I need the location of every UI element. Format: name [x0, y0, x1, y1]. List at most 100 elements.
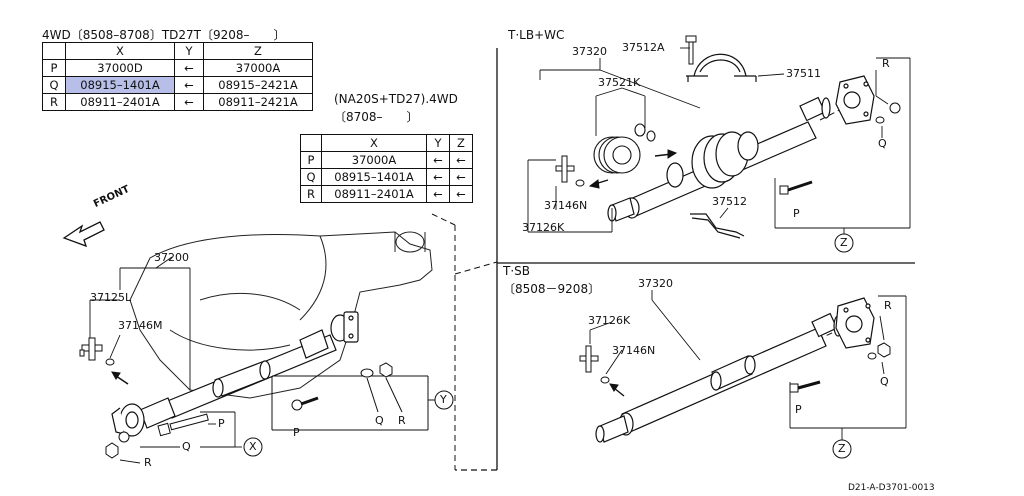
- table-alt-subtitle: 〔8708– 〕: [334, 110, 419, 124]
- table-row: P 37000D ← 37000A: [42, 59, 313, 77]
- table-cell[interactable]: 08915–2421A: [203, 76, 313, 94]
- table-cell: P: [300, 151, 322, 169]
- table-row: Q 08915–1401A ← ←: [300, 168, 473, 186]
- table-alt-header: X Y Z: [300, 134, 473, 152]
- leaders-bottom: [589, 290, 907, 440]
- label-r-left: R: [144, 456, 152, 469]
- part-37521K-label[interactable]: 37521K: [598, 76, 641, 89]
- rear-shaft-bottom: [595, 297, 875, 443]
- table-alt: X Y Z P 37000A ← ← Q 08915–1401A ← ← R 0…: [300, 134, 473, 203]
- arrow-bottom: [609, 383, 625, 397]
- transmission-outline: [129, 231, 433, 399]
- table-row: Q 08915–1401A ← 08915–2421A: [42, 76, 313, 94]
- part-37511-label[interactable]: 37511: [786, 67, 821, 80]
- leaders-left: [89, 256, 242, 464]
- table-cell: R: [300, 185, 322, 203]
- top-right-hardware: [779, 102, 901, 195]
- label-p-left: P: [218, 417, 225, 430]
- table-cell: P: [42, 59, 66, 77]
- table-cell[interactable]: 37000A: [203, 59, 313, 77]
- table-cell: Y: [426, 134, 450, 152]
- callout-x-label: X: [249, 440, 257, 453]
- table-cell: [42, 42, 66, 60]
- callout-z-top-label: Z: [840, 236, 848, 249]
- ujoint-kit-top: [555, 155, 585, 187]
- table-cell[interactable]: 08915–1401A: [321, 168, 427, 186]
- label-q-bottom: Q: [880, 375, 889, 388]
- center-bearing-parts: [593, 123, 656, 174]
- table-cell[interactable]: 08911–2401A: [65, 93, 175, 111]
- callout-z-bottom-label: Z: [838, 442, 846, 455]
- part-37320-bottom-label[interactable]: 37320: [638, 277, 673, 290]
- table-cell: X: [321, 134, 427, 152]
- section-bottom-range: 〔8508－9208〕: [503, 282, 601, 296]
- leaders-top: [527, 47, 911, 234]
- callout-x-circle: [243, 437, 263, 457]
- table-main: X Y Z P 37000D ← 37000A Q 08915–1401A ← …: [42, 42, 313, 111]
- table-main-title: 4WD〔8508–8708〕TD27T〔9208– 〕: [42, 28, 286, 42]
- part-37512-label[interactable]: 37512: [712, 195, 747, 208]
- label-r-bottom: R: [884, 299, 892, 312]
- bracket-37512: [690, 213, 745, 239]
- label-p-bottom: P: [795, 403, 802, 416]
- callout-y-box: [271, 362, 436, 431]
- label-p-top: P: [793, 207, 800, 220]
- table-cell: ←: [449, 185, 473, 203]
- label-r-y: R: [398, 414, 406, 427]
- label-q-y: Q: [375, 414, 384, 427]
- part-37126K-bottom-label[interactable]: 37126K: [588, 314, 631, 327]
- table-cell: Z: [449, 134, 473, 152]
- ujoint-kit-left: [79, 337, 115, 366]
- table-cell: ←: [174, 59, 204, 77]
- part-37512A-label[interactable]: 37512A: [622, 41, 665, 54]
- table-cell: ←: [426, 185, 450, 203]
- part-37200-label[interactable]: 37200: [154, 251, 189, 264]
- bolts-left: [105, 413, 209, 459]
- table-cell: Y: [174, 42, 204, 60]
- part-37146N-bottom-label[interactable]: 37146N: [612, 344, 656, 357]
- bottom-right-hardware: [789, 342, 891, 393]
- callout-z-circle-bottom: [832, 439, 852, 459]
- part-37320-top-label[interactable]: 37320: [572, 45, 607, 58]
- table-cell[interactable]: 08911–2421A: [203, 93, 313, 111]
- bracket-37511: [686, 53, 757, 82]
- table-row: R 08911–2401A ← ←: [300, 185, 473, 203]
- callout-y-circle: [434, 390, 454, 410]
- section-top-title: T·LB+WC: [508, 28, 565, 42]
- table-row: P 37000A ← ←: [300, 151, 473, 169]
- bolt-37512A: [685, 35, 697, 65]
- callout-y-label: Y: [440, 393, 447, 406]
- arrows-top: [588, 149, 678, 189]
- table-cell[interactable]: 08911–2401A: [321, 185, 427, 203]
- table-cell: R: [42, 93, 66, 111]
- part-37125L-label[interactable]: 37125L: [90, 291, 132, 304]
- table-cell: Q: [300, 168, 322, 186]
- table-cell-selected[interactable]: 08915–1401A: [65, 76, 175, 94]
- table-cell: ←: [426, 151, 450, 169]
- label-q-top: Q: [878, 137, 887, 150]
- table-cell: ←: [174, 93, 204, 111]
- arrow-left: [111, 371, 129, 385]
- table-cell: ←: [449, 151, 473, 169]
- table-cell: ←: [449, 168, 473, 186]
- table-cell: X: [65, 42, 175, 60]
- label-r-top: R: [882, 57, 890, 70]
- section-frame: [455, 48, 915, 471]
- part-37146N-top-label[interactable]: 37146N: [544, 199, 588, 212]
- table-alt-title: (NA20S+TD27).4WD: [334, 92, 458, 106]
- table-main-header: X Y Z: [42, 42, 313, 60]
- table-row: R 08911–2401A ← 08911–2421A: [42, 93, 313, 111]
- label-q-left: Q: [182, 440, 191, 453]
- table-cell: Q: [42, 76, 66, 94]
- front-propeller-shaft: [111, 311, 359, 437]
- section-bottom-title: T·SB: [503, 264, 530, 278]
- table-cell[interactable]: 37000D: [65, 59, 175, 77]
- part-37146M-label[interactable]: 37146M: [118, 319, 163, 332]
- label-p-y: P: [293, 426, 300, 439]
- table-cell: ←: [174, 76, 204, 94]
- table-cell[interactable]: 37000A: [321, 151, 427, 169]
- ujoint-kit-bottom: [579, 345, 610, 384]
- part-37126K-top-label[interactable]: 37126K: [522, 221, 565, 234]
- callout-z-circle-top: [834, 233, 854, 253]
